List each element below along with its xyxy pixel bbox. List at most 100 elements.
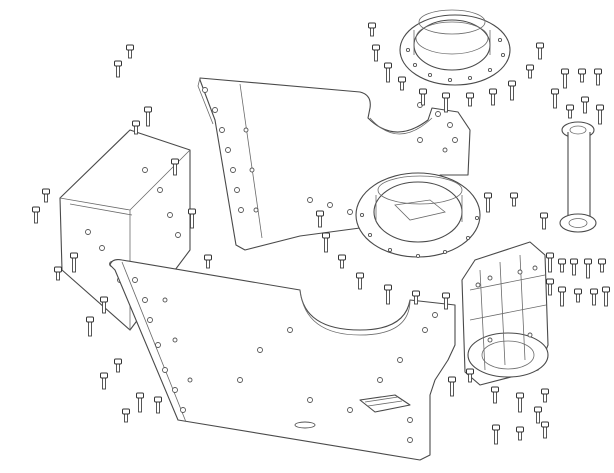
bolt-head [338, 254, 346, 261]
bolt [204, 254, 212, 269]
bolt-head [566, 104, 574, 111]
bolt-shank [318, 215, 322, 228]
bolt-head [558, 258, 566, 265]
bolt-shank [563, 73, 567, 89]
bolt [398, 76, 406, 91]
bolt-head [419, 88, 427, 95]
bolt [516, 392, 524, 413]
bolt-head [510, 192, 518, 199]
bolt [171, 158, 179, 176]
bolt-head [448, 376, 456, 383]
bolt [448, 376, 456, 397]
bolt-head [466, 92, 474, 99]
bolt [136, 392, 144, 413]
bolt [70, 252, 78, 273]
bolt [491, 386, 499, 404]
bolt-shank [374, 49, 378, 62]
bolt [534, 406, 542, 424]
bolt [598, 258, 606, 273]
bolt [566, 104, 574, 119]
bolt-shank [518, 431, 522, 441]
bolt-head [541, 388, 549, 395]
bolt-shank [494, 429, 498, 445]
bolt-head [570, 258, 578, 265]
bolt-shank [116, 65, 120, 78]
bolt [578, 68, 586, 83]
bolt [540, 212, 548, 230]
bolt [594, 68, 602, 86]
bolt [466, 368, 474, 383]
bolt-head [114, 60, 122, 67]
bolt-shank [206, 259, 210, 269]
bolt-head [596, 104, 604, 111]
bolt [412, 290, 420, 305]
bolt-shank [468, 373, 472, 383]
bolt-shank [102, 377, 106, 390]
bolt [516, 426, 524, 441]
bolt [584, 258, 592, 279]
bolt [114, 358, 122, 373]
shaft-tube [559, 121, 597, 233]
bolt-head [594, 68, 602, 75]
bolt-shank [370, 27, 374, 37]
bolt [466, 92, 474, 107]
bolt [372, 44, 380, 62]
bolt-shank [510, 85, 514, 101]
bolt-shank [450, 381, 454, 397]
bolt-head [489, 88, 497, 95]
bolt-shank [600, 263, 604, 273]
bolt-head [491, 386, 499, 393]
bolt-shank [542, 217, 546, 230]
bolt [546, 252, 554, 273]
bolt [144, 106, 152, 127]
bolt [100, 296, 108, 314]
bolt-head [508, 80, 516, 87]
bolt [126, 44, 134, 59]
bolt-head [540, 212, 548, 219]
bolt-head [398, 76, 406, 83]
bolt [86, 316, 94, 337]
bolt-shank [468, 97, 472, 107]
bolt [541, 388, 549, 403]
bolt [492, 424, 500, 445]
bolt [316, 210, 324, 228]
bolt-head [581, 96, 589, 103]
bolt [541, 421, 549, 439]
bolt-head [54, 266, 62, 273]
bolt-head [122, 408, 130, 415]
bolt [132, 120, 140, 135]
bolt-shank [146, 111, 150, 127]
bolt-head [114, 358, 122, 365]
bolt-shank [568, 109, 572, 119]
bolt [384, 62, 392, 83]
bolt-head [412, 290, 420, 297]
bolt-head [132, 120, 140, 127]
bolt [368, 22, 376, 37]
bolt [581, 96, 589, 114]
back-side-plate [197, 77, 471, 251]
bolt-shank [358, 277, 362, 290]
bolt-head [100, 296, 108, 303]
front-plate-holes [132, 277, 438, 443]
bolt [322, 232, 330, 253]
bolt-shank [34, 211, 38, 224]
middle-flange-ring [355, 172, 481, 259]
bolt-shank [444, 97, 448, 113]
bolt-head [561, 68, 569, 75]
bolt-head [584, 258, 592, 265]
bolt-head [484, 192, 492, 199]
bolt-head [516, 426, 524, 433]
bolt-head [442, 92, 450, 99]
bolt-shank [444, 297, 448, 310]
bolt-shank [138, 397, 142, 413]
bolt [602, 286, 610, 307]
bolt-head [144, 106, 152, 113]
bolt-shank [596, 73, 600, 86]
bolt-head [100, 372, 108, 379]
bolt-shank [116, 363, 120, 373]
bolt-shank [580, 73, 584, 83]
bolt-shank [604, 291, 608, 307]
bolt [42, 188, 50, 203]
bolt-shank [576, 293, 580, 303]
